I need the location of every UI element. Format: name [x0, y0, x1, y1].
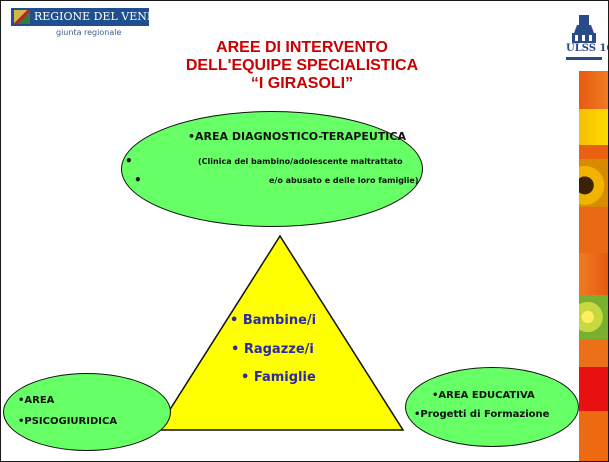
- strip-orange-5: [579, 339, 608, 367]
- ulss-building-icon: [572, 15, 596, 43]
- strip-orange-2: [579, 145, 608, 159]
- area-educativa-line-1: •AREA EDUCATIVA: [432, 390, 535, 401]
- triangle-shape: [155, 235, 405, 431]
- area-diagnostico-heading: •AREA DIAGNOSTICO-TERAPEUTICA: [188, 130, 406, 143]
- area-diagnostico-text-3: e/o abusato e delle loro famiglie): [269, 176, 419, 185]
- strip-sunflower-photo: [579, 159, 608, 207]
- logo-subtitle: giunta regionale: [56, 28, 122, 37]
- area-educativa-line-2: •Progetti di Formazione: [414, 409, 550, 420]
- area-diagnostico-terapeutica-ellipse: •AREA DIAGNOSTICO-TERAPEUTICA • (Clinica …: [121, 111, 423, 227]
- strip-leaf-photo: [579, 295, 608, 339]
- logo-badge: REGIONE DEL VENETO: [11, 8, 171, 26]
- lion-emblem-icon: [14, 10, 30, 24]
- strip-orange-6: [579, 411, 608, 461]
- triangle-item-ragazze: • Ragazze/i: [231, 342, 314, 357]
- ulss-logo: ULSS 16: [564, 13, 608, 65]
- triangle-item-bambine: • Bambine/i: [230, 313, 317, 328]
- title-line-3: “I GIRASOLI”: [250, 75, 354, 92]
- area-psicogiuridica-line-1: •AREA: [18, 395, 55, 406]
- strip-red: [579, 367, 608, 411]
- sunflower-photo-strip: [579, 71, 608, 461]
- strip-orange-4: [579, 253, 608, 295]
- area-diagnostico-line-2: • (Clinica del bambino/adolescente maltra…: [125, 154, 403, 168]
- area-psicogiuridica-line-2: •PSICOGIURIDICA: [18, 416, 118, 427]
- logo-region-text: REGIONE DEL VENETO: [34, 10, 172, 23]
- strip-yellow-1: [579, 109, 608, 145]
- strip-orange-3: [579, 207, 608, 253]
- area-diagnostico-text-2: (Clinica del bambino/adolescente maltrat…: [198, 157, 403, 166]
- ulss-logo-rule: [566, 57, 602, 60]
- regione-veneto-logo: REGIONE DEL VENETO giunta regionale: [11, 8, 171, 44]
- ulss-logo-text: ULSS 16: [566, 43, 609, 54]
- area-educativa-ellipse: •AREA EDUCATIVA •Progetti di Formazione: [405, 367, 579, 447]
- bullet-3: •: [134, 173, 142, 187]
- slide-title: AREE DI INTERVENTO DELL'EQUIPE SPECIALIS…: [159, 39, 445, 93]
- area-psicogiuridica-ellipse: •AREA •PSICOGIURIDICA: [3, 373, 171, 451]
- triangle-item-famiglie: • Famiglie: [241, 370, 316, 385]
- area-diagnostico-line-3: • e/o abusato e delle loro famiglie): [134, 173, 419, 187]
- title-line-1: AREE DI INTERVENTO: [216, 39, 388, 56]
- strip-orange-1: [579, 71, 608, 109]
- title-line-2: DELL'EQUIPE SPECIALISTICA: [185, 57, 419, 74]
- bullet-2: •: [125, 154, 133, 168]
